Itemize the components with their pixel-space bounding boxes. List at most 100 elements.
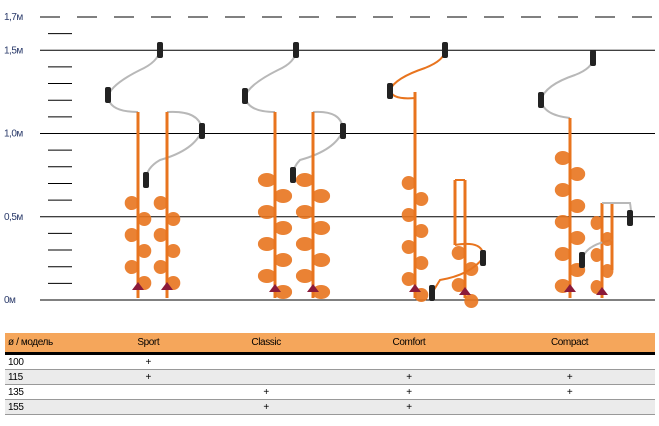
handle-grip [387, 83, 393, 99]
cutting-blade [307, 284, 319, 292]
auger-classic [242, 42, 346, 299]
height-scale: 1,7м 1,5м 1,0м 0,5м 0м [4, 12, 655, 306]
auger-flight [257, 269, 276, 283]
availability-cell: + [484, 384, 655, 400]
auger-flight [137, 244, 152, 258]
auger-flight [401, 272, 416, 286]
level-label: 0,5м [4, 212, 23, 223]
level-label: 1,7м [4, 12, 23, 23]
auger-flight [554, 215, 571, 229]
level-label: 1,5м [4, 45, 23, 56]
table-row: 115+++ [5, 369, 655, 385]
cutting-blade [596, 287, 608, 295]
handle-grip [157, 42, 163, 58]
header-model: Classic [198, 333, 334, 355]
availability-cell [198, 369, 334, 385]
auger-flight [274, 221, 293, 235]
availability-cell [333, 353, 485, 370]
auger-flight [451, 278, 466, 292]
table-row: 100+ [5, 353, 655, 370]
availability-cell: + [198, 384, 334, 400]
level-label: 1,0м [4, 129, 23, 140]
auger-flight [257, 237, 276, 251]
auger-flight [312, 285, 331, 299]
availability-cell [484, 353, 655, 370]
auger-flight [153, 228, 168, 242]
auger-flight [295, 269, 314, 283]
auger-flight [569, 167, 586, 181]
diameter-cell: 135 [5, 384, 98, 400]
auger-handle [292, 110, 345, 176]
auger-handle [581, 202, 632, 261]
handle-grip [627, 210, 633, 226]
handle-grip [429, 285, 435, 301]
availability-cell: + [333, 384, 485, 400]
level-label: 0м [4, 295, 16, 306]
auger-flight [401, 176, 416, 190]
handle-grip [293, 42, 299, 58]
availability-cell: + [333, 369, 485, 385]
availability-cell: + [333, 399, 485, 415]
handle-grip [290, 167, 296, 183]
auger-flight [312, 253, 331, 267]
availability-cell [98, 399, 199, 415]
auger-flight [601, 232, 614, 246]
auger-flight [153, 196, 168, 210]
auger-flight [414, 192, 429, 206]
auger-comfort [387, 42, 486, 308]
auger-flight [601, 264, 614, 278]
availability-cell [198, 353, 334, 370]
availability-cell: + [98, 353, 199, 370]
handle-grip [143, 172, 149, 188]
auger-flight [569, 231, 586, 245]
auger-flight [569, 199, 586, 213]
auger-flight [257, 173, 276, 187]
augers [105, 42, 633, 308]
availability-cell: + [98, 369, 199, 385]
handle-grip [105, 87, 111, 103]
auger-flight [295, 237, 314, 251]
auger-flight [137, 212, 152, 226]
cutting-blade [269, 284, 281, 292]
auger-height-diagram: 1,7м 1,5м 1,0м 0,5м 0м [4, 12, 655, 308]
auger-flight [590, 216, 603, 230]
auger-flight [257, 205, 276, 219]
diameter-cell: 115 [5, 369, 98, 385]
auger-flight [153, 260, 168, 274]
auger-flight [124, 196, 139, 210]
auger-flight [274, 253, 293, 267]
auger-flight [590, 248, 603, 262]
handle-grip [579, 252, 585, 268]
auger-flight [401, 208, 416, 222]
availability-cell: + [198, 399, 334, 415]
auger-flight [554, 247, 571, 261]
auger-flight [312, 221, 331, 235]
auger-flight [274, 285, 293, 299]
auger-flight [312, 189, 331, 203]
cutting-blade [459, 287, 471, 295]
auger-flight [124, 260, 139, 274]
table-row: 135+++ [5, 384, 655, 400]
auger-handle [106, 49, 161, 113]
auger-flight [295, 205, 314, 219]
availability-cell [98, 384, 199, 400]
availability-cell [484, 399, 655, 415]
diameter-cell: 155 [5, 399, 98, 415]
auger-flight [166, 212, 181, 226]
handle-grip [480, 250, 486, 266]
auger-flight [274, 189, 293, 203]
auger-flight [414, 224, 429, 238]
handle-grip [590, 50, 596, 66]
header-diameter-model: ø / модель [5, 333, 98, 355]
auger-flight [464, 294, 479, 308]
auger-handle [539, 57, 594, 119]
header-model: Sport [98, 333, 199, 355]
handle-grip [199, 123, 205, 139]
handle-grip [538, 92, 544, 108]
handle-grip [242, 88, 248, 104]
auger-flight [166, 244, 181, 258]
auger-flight [401, 240, 416, 254]
auger-flight [554, 183, 571, 197]
auger-flight [414, 256, 429, 270]
auger-flight [295, 173, 314, 187]
